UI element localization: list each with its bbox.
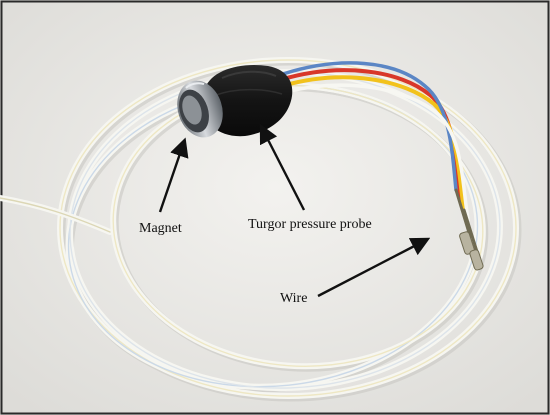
wire-arrow bbox=[317, 237, 431, 298]
coiled-cable-icon bbox=[0, 57, 522, 402]
magnet-arrow bbox=[158, 137, 189, 213]
wire-label: Wire bbox=[280, 291, 308, 306]
turgor-pressure-probe-icon bbox=[203, 64, 293, 137]
probe-arrow bbox=[259, 123, 306, 211]
annotation-arrows bbox=[158, 123, 431, 298]
wire-terminals bbox=[454, 188, 484, 271]
probe-label: Turgor pressure probe bbox=[248, 217, 372, 232]
magnet-icon bbox=[177, 80, 223, 138]
magnet-label: Magnet bbox=[139, 221, 182, 236]
